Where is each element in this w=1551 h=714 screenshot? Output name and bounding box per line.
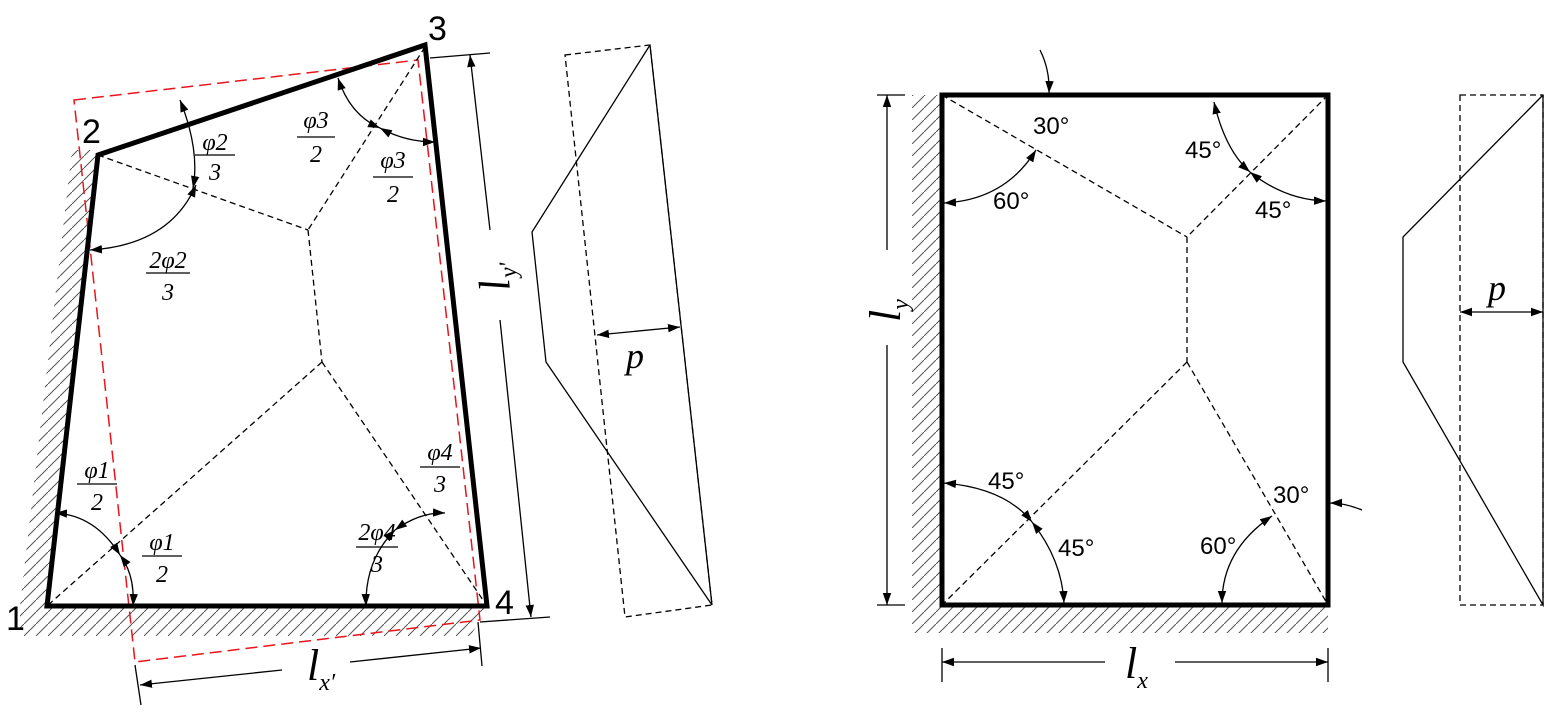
svg-text:φ2: φ2 (202, 130, 227, 156)
projected-rectangle (73, 59, 481, 663)
angle-label: 30° (1033, 113, 1069, 140)
yield-lines (941, 94, 1329, 606)
svg-text:lx′: lx′ (307, 641, 336, 696)
left-wall-hatch (20, 150, 98, 606)
svg-text:3: 3 (161, 280, 174, 306)
left-slab: 1 2 3 4 φ2 3 2φ2 3 φ3 2 φ3 2 φ1 2 (6, 10, 713, 706)
svg-text:3: 3 (433, 472, 446, 498)
angle-label: 60° (993, 188, 1029, 215)
svg-text:2φ2: 2φ2 (149, 248, 186, 274)
slab-outline (939, 92, 1331, 608)
vertex-label-4: 4 (495, 584, 514, 622)
load-label-p: p (1485, 268, 1506, 308)
angle-label: 30° (1273, 482, 1309, 509)
vertex-label-1: 1 (6, 600, 25, 638)
svg-text:2: 2 (91, 490, 103, 516)
left-pressure-diagram: p (531, 44, 713, 618)
vertex-label-3: 3 (428, 10, 447, 48)
load-label-p: p (623, 336, 644, 376)
angle-label: 45° (1185, 137, 1221, 164)
svg-text:φ1: φ1 (149, 530, 174, 556)
angle-arcs (54, 77, 446, 607)
right-pressure-diagram: p (1402, 94, 1544, 608)
right-slab: 30° 45° 60° 45° 45° 45° 30° 60° ly lx p (861, 49, 1544, 694)
angle-label: 45° (1255, 197, 1291, 224)
fraction-2phi2-3: 2φ2 3 (146, 248, 190, 306)
svg-text:2: 2 (387, 182, 399, 208)
dimension-ly: ly (861, 94, 914, 606)
fraction-phi3-2-b: φ3 2 (373, 148, 413, 208)
fraction-phi1-2-a: φ1 2 (77, 458, 117, 516)
fraction-2phi4-3: 2φ4 3 (356, 520, 398, 578)
yield-lines (46, 46, 488, 607)
slab-outline (44, 41, 490, 609)
svg-text:3: 3 (208, 160, 221, 186)
svg-text:2φ4: 2φ4 (358, 520, 395, 546)
svg-text:3: 3 (370, 552, 383, 578)
svg-text:ly: ly (861, 299, 914, 322)
angle-label: 45° (1058, 535, 1094, 562)
dimension-lx: lx (941, 639, 1329, 694)
svg-text:2: 2 (310, 142, 322, 168)
svg-text:φ1: φ1 (84, 458, 109, 484)
angle-label: 60° (1200, 533, 1236, 560)
bottom-support-hatch (20, 606, 490, 636)
left-wall-hatch (912, 95, 942, 605)
fraction-phi4-3: φ4 3 (420, 440, 460, 498)
svg-text:φ3: φ3 (380, 148, 405, 174)
fraction-phi3-2-a: φ3 2 (297, 108, 335, 168)
dimension-ly-prime: ly′ (429, 52, 551, 623)
angle-label: 45° (988, 468, 1024, 495)
svg-text:ly′: ly′ (468, 260, 524, 294)
bottom-support-hatch (912, 605, 1328, 633)
dimension-lx-prime: lx′ (134, 621, 483, 706)
angle-arcs (943, 49, 1363, 604)
fraction-phi2-3: φ2 3 (195, 130, 235, 186)
svg-text:lx: lx (1125, 639, 1148, 694)
svg-text:φ3: φ3 (303, 108, 328, 134)
svg-text:φ4: φ4 (427, 440, 452, 466)
svg-text:2: 2 (156, 562, 168, 588)
vertex-label-2: 2 (82, 113, 101, 151)
fraction-phi1-2-b: φ1 2 (142, 530, 182, 588)
